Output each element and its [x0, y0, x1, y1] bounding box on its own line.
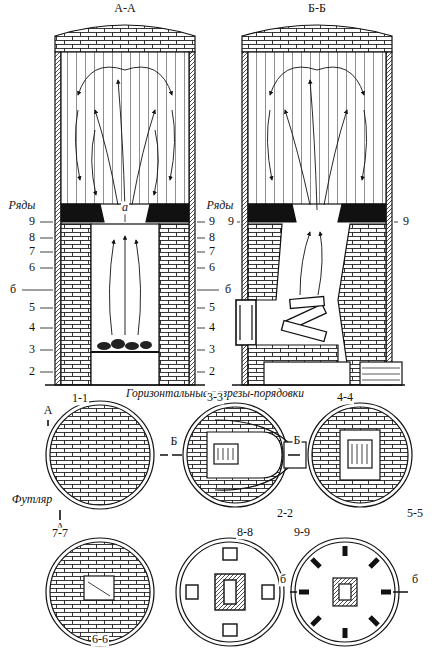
callout-label: 8 — [28, 231, 36, 244]
section-a-a — [22, 25, 219, 385]
callout-label: б — [411, 573, 419, 586]
callout-label: Ряды — [8, 199, 37, 212]
callout-label: б — [9, 283, 17, 296]
callout-label: 7 — [208, 245, 216, 258]
callout-label: 2 — [208, 365, 216, 378]
callout-label: А-А — [113, 2, 136, 15]
callout-label: 5-5 — [406, 507, 424, 520]
callout-label: 6 — [208, 261, 216, 274]
section-b-b — [232, 25, 405, 385]
callout-label: 2 — [28, 365, 36, 378]
callout-label: 4 — [28, 321, 36, 334]
callout-label: Б — [293, 434, 302, 447]
callout-label: 5 — [208, 301, 216, 314]
callout-label: 3-3 — [206, 391, 224, 404]
callout-label: б — [279, 573, 287, 586]
callout-label: 9-9 — [293, 526, 311, 539]
callout-label: 2-2 — [276, 507, 294, 520]
callout-label: А — [43, 404, 54, 417]
callout-label: 9 — [28, 215, 36, 228]
callout-label: Б — [170, 435, 179, 448]
callout-label: 7 — [28, 245, 36, 258]
callout-label: Б-Б — [307, 2, 327, 15]
callout-label: 8 — [208, 231, 216, 244]
callout-label: 7-7 — [51, 527, 69, 540]
callout-label: 1-1 — [71, 392, 89, 405]
callout-label: б — [224, 283, 232, 296]
callout-label: 3 — [28, 343, 36, 356]
callout-label: 4 — [208, 321, 216, 334]
callout-label: а — [121, 201, 129, 214]
callout-label: Футляр — [11, 493, 53, 506]
callout-label: 6 — [28, 261, 36, 274]
callout-label: 6-6 — [91, 633, 109, 646]
plan-sections — [46, 401, 412, 646]
callout-label: 9 — [208, 215, 216, 228]
callout-label: 5 — [28, 301, 36, 314]
callout-label: 4-4 — [336, 391, 354, 404]
callout-label: Ряды — [206, 199, 235, 212]
callout-label: 3 — [208, 343, 216, 356]
callout-label: 9 — [227, 215, 235, 228]
callout-label: 9 — [402, 215, 410, 228]
callout-label: 8-8 — [236, 526, 254, 539]
